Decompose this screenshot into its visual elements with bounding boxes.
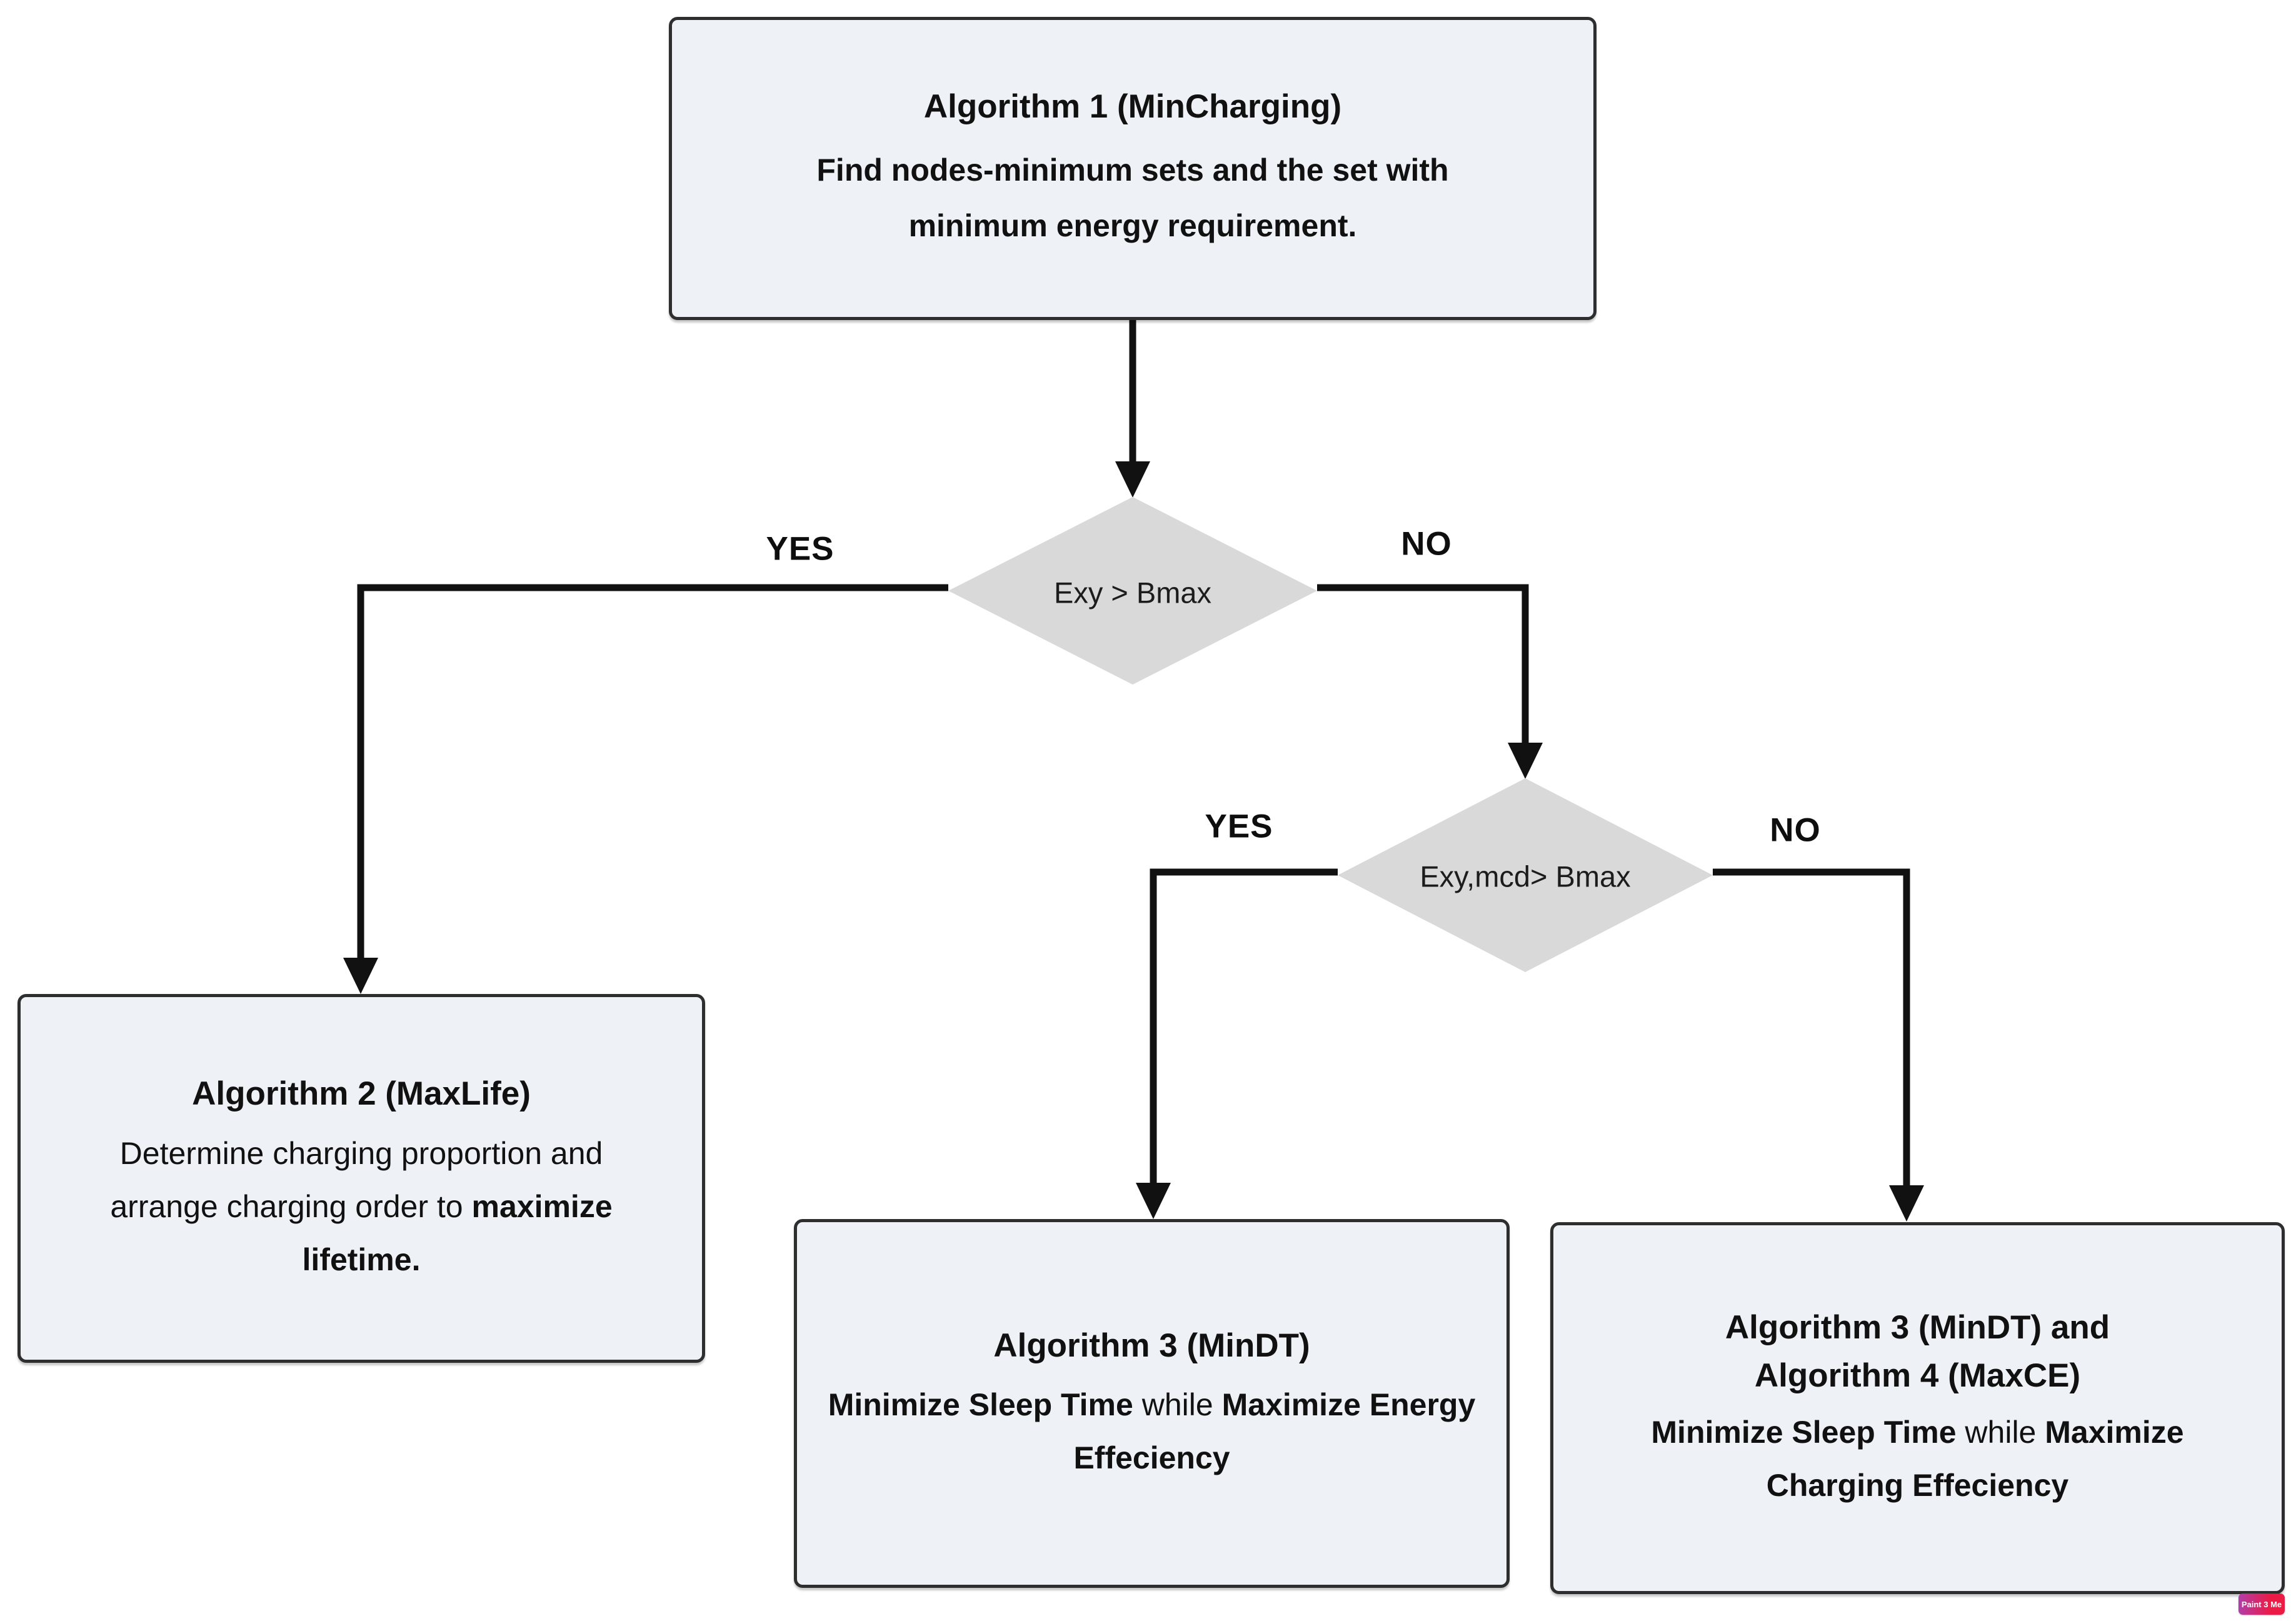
arrowhead-alg2	[343, 958, 378, 994]
node-algorithm-3-and-4-body-segment: while	[1965, 1415, 2045, 1450]
node-algorithm-1-title: Algorithm 1 (MinCharging)	[923, 88, 1342, 126]
decision-1-condition: Exy > Bmax	[1053, 576, 1212, 610]
decision-diamond-1	[948, 497, 1317, 685]
arrowhead-decision2	[1508, 743, 1543, 779]
node-algorithm-1-body: Find nodes-minimum sets and the set with…	[816, 152, 1449, 243]
node-algorithm-3-body: Minimize Sleep Time while Maximize Energ…	[822, 1378, 1481, 1485]
decision-diamond-2	[1338, 778, 1713, 972]
node-algorithm-3-and-4-body: Minimize Sleep Time while Maximize Charg…	[1587, 1406, 2249, 1512]
decision-1-no-label: NO	[1401, 525, 1452, 563]
node-algorithm-3-body-segment: while	[1141, 1387, 1222, 1423]
watermark-badge-label: Paint 3 Me	[2241, 1599, 2282, 1609]
connector-decision1-no	[1317, 584, 1529, 745]
node-algorithm-2-body-segment: Determine charging proportion and arrang…	[110, 1135, 603, 1224]
node-algorithm-3-title: Algorithm 3 (MinDT)	[993, 1327, 1310, 1364]
node-algorithm-3-and-4-title: Algorithm 3 (MinDT) and Algorithm 4 (Max…	[1725, 1308, 2110, 1394]
node-algorithm-3: Algorithm 3 (MinDT) Minimize Sleep Time …	[794, 1219, 1510, 1588]
node-algorithm-2-body: Determine charging proportion and arrang…	[80, 1127, 643, 1287]
watermark-badge[interactable]: Paint 3 Me	[2238, 1593, 2285, 1615]
node-algorithm-1: Algorithm 1 (MinCharging) Find nodes-min…	[669, 17, 1597, 320]
decision-2-no-label: NO	[1770, 811, 1821, 849]
connector-decision2-yes	[1150, 868, 1338, 1186]
arrowhead-decision1	[1115, 461, 1150, 498]
decision-1-yes-label: YES	[766, 530, 835, 568]
node-algorithm-2: Algorithm 2 (MaxLife) Determine charging…	[18, 994, 705, 1363]
node-algorithm-2-body-segment: maximize lifetime.	[302, 1188, 613, 1277]
node-algorithm-3-body-segment: Maximize Energy Effeciency	[1073, 1387, 1476, 1476]
connector-decision1-yes	[357, 584, 948, 961]
arrowhead-alg34	[1889, 1185, 1924, 1222]
node-algorithm-3-and-4: Algorithm 3 (MinDT) and Algorithm 4 (Max…	[1550, 1222, 2285, 1594]
arrowhead-alg3	[1136, 1183, 1171, 1219]
connector-decision2-no	[1713, 868, 1910, 1188]
decision-2-yes-label: YES	[1205, 808, 1273, 845]
node-algorithm-3-body-segment: Minimize Sleep Time	[828, 1387, 1142, 1423]
node-algorithm-3-and-4-body-segment: Maximize Charging Effeciency	[1766, 1415, 2184, 1503]
decision-2-condition: Exy,mcd> Bmax	[1420, 860, 1631, 893]
node-algorithm-3-and-4-body-segment: Minimize Sleep Time	[1651, 1415, 1965, 1450]
node-algorithm-2-title: Algorithm 2 (MaxLife)	[192, 1075, 531, 1113]
